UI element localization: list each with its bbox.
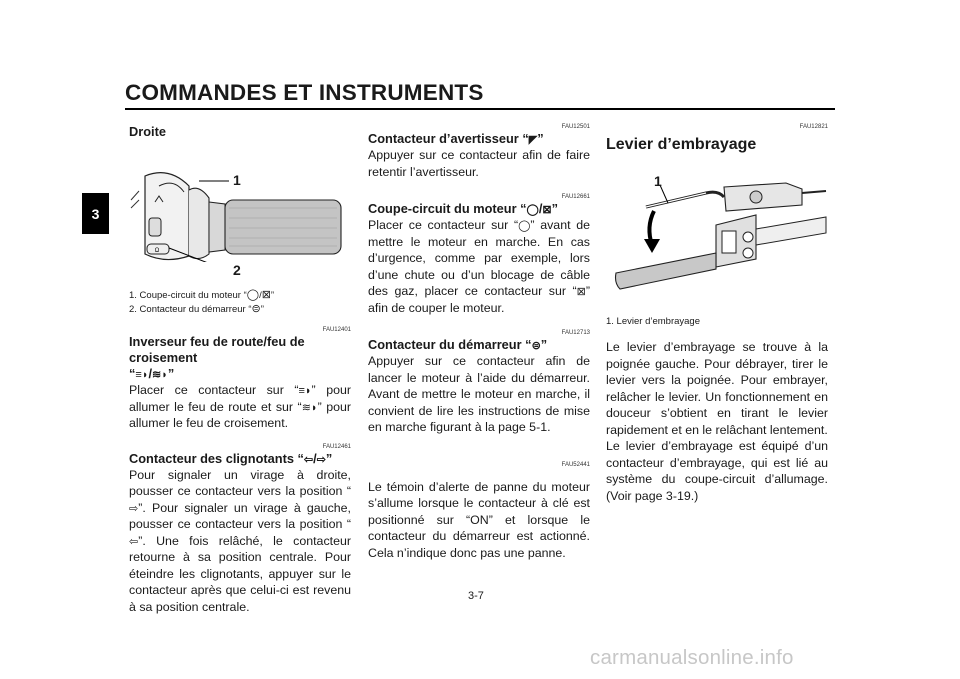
turn-left-icon: ⇦: [303, 453, 314, 466]
clutch-lever-body-2: Le levier d’embrayage est équipé d’un co…: [606, 439, 828, 503]
clutch-lever-heading: Levier d’embrayage: [606, 136, 757, 153]
low-beam-icon: ≋◗: [152, 369, 168, 381]
body-text: ”. Pour signaler un virage à gauche, pou…: [129, 500, 351, 532]
page-title: COMMANDES ET INSTRUMENTS: [125, 80, 484, 105]
page-number: 3-7: [468, 590, 484, 602]
caption-text: ”: [260, 304, 264, 315]
section-heading: Inverseur feu de route/feu de croisement…: [129, 334, 305, 381]
engine-stop-icon: ⊠: [542, 204, 552, 216]
turn-left-icon: ⇦: [129, 535, 139, 548]
section-turn-signal-switch: FAU12461 Contacteur des clignotants “⇦/⇨…: [129, 444, 351, 616]
section-engine-warning-note: FAU52441 Le témoin d’alerte de panne du …: [368, 462, 590, 562]
reference-code: FAU12821: [799, 124, 828, 130]
clutch-lever-figure: 1: [606, 163, 828, 293]
clutch-lever-body-1: Le levier d’embrayage se trouve à la poi…: [606, 340, 828, 437]
body-text: ”. Une fois relâché, le contacteur retou…: [129, 533, 351, 614]
figure-captions: 1. Coupe-circuit du moteur “◯/⊠” 2. Cont…: [129, 289, 351, 317]
chapter-tab: 3: [82, 193, 109, 234]
starter-icon: ⊜: [251, 303, 261, 315]
starter-icon: ⊜: [531, 340, 541, 352]
section-body: Appuyer sur ce contacteur afin de faire …: [368, 148, 590, 179]
engine-stop-icon: ⊠: [261, 289, 271, 301]
section-title: Contacteur d’avertisseur “: [368, 131, 529, 146]
section-horn-switch: FAU12501 Contacteur d’avertisseur “◤” Ap…: [368, 124, 590, 180]
caption-item-2: 2. Contacteur du démarreur “⊜”: [129, 303, 351, 317]
horn-icon: ◤: [528, 134, 538, 146]
right-handlebar-figure: Ω 1 2: [129, 146, 351, 278]
watermark: carmanualsonline.info: [590, 646, 794, 669]
middle-column: FAU12501 Contacteur d’avertisseur “◤” Ap…: [368, 124, 590, 561]
section-heading: Contacteur du démarreur “⊜”: [368, 337, 548, 352]
figure-callout-1: 1: [654, 173, 662, 189]
clutch-lever-illustration: [614, 182, 827, 290]
section-body: Pour signaler un virage à droite, pousse…: [129, 467, 351, 616]
engine-run-icon: ◯: [246, 289, 260, 301]
section-title: Coupe-circuit du moteur “: [368, 201, 527, 216]
caption-text: /: [259, 290, 262, 301]
section-title: Inverseur feu de route/feu de croisement: [129, 334, 305, 365]
reference-code: FAU52441: [561, 461, 590, 468]
caption-item-1: 1. Coupe-circuit du moteur “◯/⊠”: [129, 289, 351, 303]
high-beam-icon: ≡◗: [135, 369, 149, 381]
engine-run-icon: ◯: [526, 204, 539, 216]
reference-code: FAU12661: [561, 194, 590, 200]
reference-code: FAU12501: [561, 124, 590, 130]
section-start-switch: FAU12713 Contacteur du démarreur “⊜” App…: [368, 330, 590, 436]
reference-code: FAU12401: [322, 327, 351, 333]
caption-text: 2. Contacteur du démarreur “: [129, 304, 252, 315]
engine-stop-icon: ⊠: [576, 286, 586, 298]
low-beam-icon: ≋◗: [301, 401, 318, 414]
high-beam-icon: ≡◗: [298, 385, 312, 397]
header-rule: [125, 108, 835, 110]
right-handlebar-heading: Droite: [129, 124, 166, 139]
reference-code: FAU12461: [322, 443, 351, 450]
body-text: Pour signaler un virage à droite, pousse…: [129, 467, 351, 499]
figure-callout-1: 1: [233, 172, 241, 188]
section-title: Contacteur du démarreur “: [368, 337, 532, 352]
section-heading: Coupe-circuit du moteur “◯/⊠”: [368, 201, 559, 216]
section-body: Appuyer sur ce contacteur afin de lancer…: [368, 354, 590, 434]
turn-right-icon: ⇨: [129, 502, 139, 515]
section-title: Contacteur des clignotants “: [129, 450, 304, 466]
reference-code: FAU12713: [561, 330, 590, 336]
section-dimmer-switch: FAU12401 Inverseur feu de route/feu de c…: [129, 327, 351, 432]
section-heading: Contacteur d’avertisseur “◤”: [368, 131, 544, 146]
body-text: ” pour allumer le feu de croisement.: [129, 399, 351, 431]
right-switch-illustration: Ω: [130, 172, 342, 262]
turn-right-icon: ⇨: [316, 453, 326, 466]
engine-run-icon: ◯: [518, 220, 531, 232]
caption-text: 1. Coupe-circuit du moteur “: [129, 290, 247, 301]
section-heading: Contacteur des clignotants “⇦/⇨”: [129, 450, 333, 466]
body-text: ” afin de couper le moteur.: [368, 284, 590, 315]
figure-callout-2: 2: [233, 262, 241, 278]
section-body: Le témoin d’alerte de panne du moteur s’…: [368, 479, 590, 560]
section-body: Placer ce contacteur sur “≡◗” pour allum…: [129, 382, 351, 432]
caption-text: ”: [270, 290, 275, 301]
section-body: Placer ce contacteur sur “◯” avant de me…: [368, 217, 590, 316]
body-text: Placer ce contacteur sur “: [129, 383, 299, 397]
left-column: Droite Ω 1 2 1. Coupe-circuit du moteur …: [129, 120, 351, 615]
svg-text:Ω: Ω: [155, 248, 160, 254]
body-text: ” avant de mettre le moteur en marche. E…: [368, 218, 590, 298]
figure-caption: 1. Levier d’embrayage: [606, 316, 700, 327]
section-engine-stop-switch: FAU12661 Coupe-circuit du moteur “◯/⊠” P…: [368, 194, 590, 316]
body-text: Placer ce contacteur sur “: [368, 218, 519, 232]
body-text: ” pour allumer le feu de route et sur “: [129, 383, 351, 414]
right-column: FAU12821 Levier d’embrayage 1 1. Levier …: [606, 124, 828, 504]
